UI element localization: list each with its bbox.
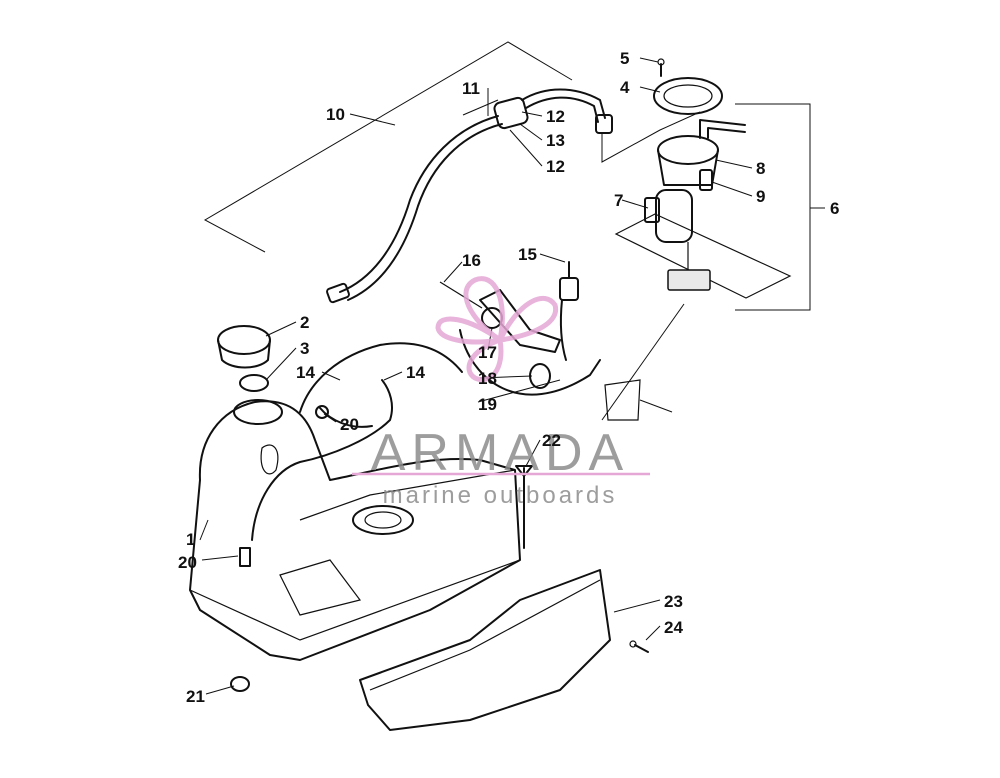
callout-label: 13 (546, 131, 565, 150)
fuel-pump (614, 119, 792, 299)
callout-label: 23 (664, 592, 683, 611)
fuel-tank (189, 399, 521, 661)
callout-label: 9 (756, 187, 765, 206)
pump-gasket (653, 58, 723, 115)
callout-label: 24 (664, 618, 683, 637)
gas-cap (217, 325, 271, 392)
callout-label: 14 (296, 363, 315, 382)
callout-label: 5 (620, 49, 629, 68)
vent-hose-group-bracket (203, 41, 573, 253)
callout-label: 18 (478, 369, 497, 388)
callout-label: 6 (830, 199, 839, 218)
fittings (230, 405, 533, 692)
callout-label: 14 (406, 363, 425, 382)
callout-label: 3 (300, 339, 309, 358)
callout-label: 1 (186, 530, 195, 549)
callout-label: 4 (620, 78, 630, 97)
callout-label: 12 (546, 107, 565, 126)
fuel-valve-bracket (439, 261, 685, 421)
skid-plate (359, 569, 649, 731)
callout-label: 16 (462, 251, 481, 270)
callout-label: 7 (614, 191, 623, 210)
callout-label: 11 (462, 79, 480, 98)
callout-label: 8 (756, 159, 765, 178)
callout-label: 20 (340, 415, 359, 434)
fuel-lines (251, 329, 601, 541)
armada-logo-mark (435, 276, 559, 383)
callout-label: 2 (300, 313, 309, 332)
vent-hose-assembly (326, 88, 613, 304)
callout-label: 19 (478, 395, 497, 414)
watermark-tagline: marine outboards (383, 482, 618, 509)
callout-label: 10 (326, 105, 345, 124)
watermark-brand: ARMADA (371, 424, 629, 482)
callout-label: 21 (186, 687, 205, 706)
armada-watermark: ARMADA marine outboards (352, 276, 650, 509)
callout-label: 17 (478, 343, 497, 362)
callout-label: 15 (518, 245, 537, 264)
callout-label: 12 (546, 157, 565, 176)
callout-label: 20 (178, 553, 197, 572)
callout-label: 22 (542, 431, 561, 450)
callout-numbers: 1 2 3 4 5 6 7 8 9 10 11 12 12 13 14 14 1… (178, 49, 839, 706)
fuel-pump-group-bracket (601, 103, 825, 311)
